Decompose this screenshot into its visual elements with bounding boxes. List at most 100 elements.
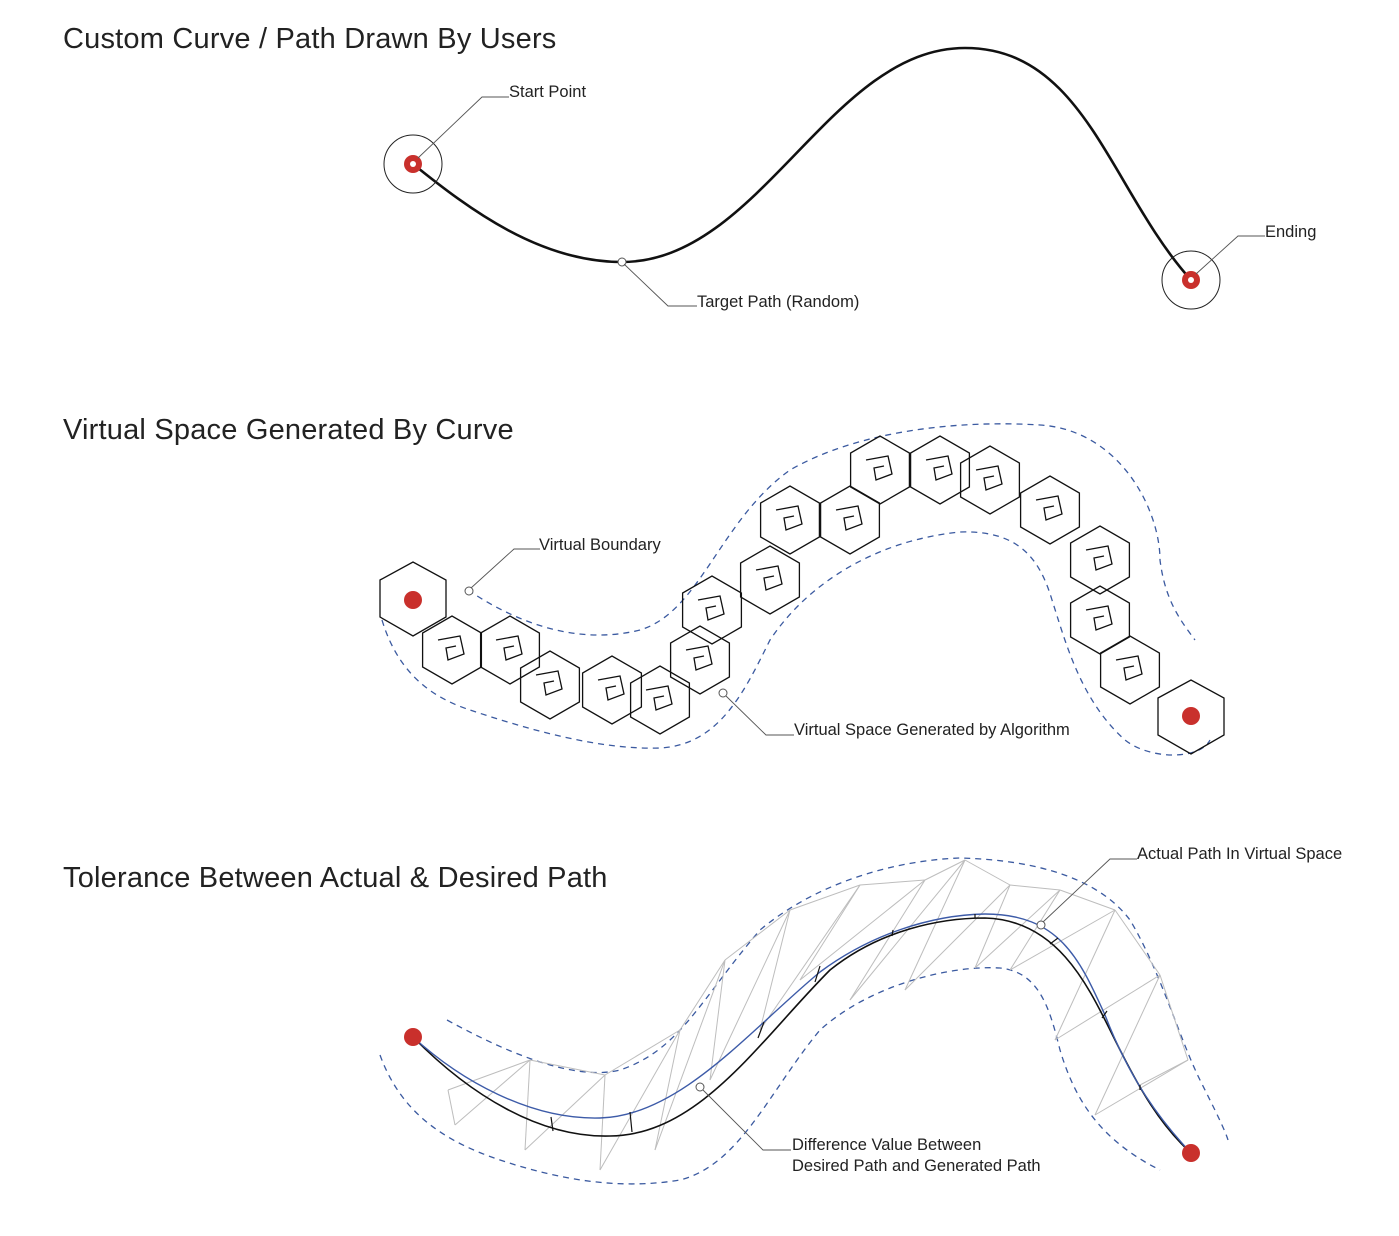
difference-ticks	[550, 914, 1141, 1133]
panel-1-title: Custom Curve / Path Drawn By Users	[63, 23, 557, 55]
truss-member	[799, 884, 861, 981]
truss-member	[524, 1059, 531, 1151]
truss-chord	[1159, 974, 1189, 1061]
ending-label: Ending	[1265, 223, 1316, 241]
truss-network	[447, 859, 1189, 1171]
hex-inner-wall	[865, 455, 893, 481]
panel-custom-curve: Custom Curve / Path Drawn By Users Start…	[63, 23, 1316, 311]
difference-label-line-1: Difference Value Between	[792, 1136, 981, 1154]
hex-inner-wall	[1035, 495, 1063, 521]
hex-cell	[421, 615, 483, 685]
hex-inner-wall	[535, 670, 563, 696]
hex-cell	[581, 655, 643, 725]
difference-tick	[550, 1116, 554, 1132]
start-point-leader	[417, 96, 509, 159]
truss-diagonal	[1009, 909, 1116, 971]
truss-diagonal	[524, 1074, 606, 1151]
hex-cell	[1019, 475, 1081, 545]
hex-cell	[669, 625, 731, 695]
truss-member	[974, 884, 1011, 969]
virtual-boundary-lower	[381, 531, 1211, 756]
panel-3-title: Tolerance Between Actual & Desired Path	[63, 862, 608, 894]
tolerance-boundary-upper	[446, 857, 1229, 1141]
truss-diagonal	[709, 909, 791, 1081]
hex-cell	[479, 615, 541, 685]
hex-cell	[629, 665, 691, 735]
hex-cell	[519, 650, 581, 720]
truss-chord	[1114, 909, 1161, 976]
virtual-space-label: Virtual Space Generated by Algorithm	[794, 721, 1070, 739]
truss-member	[849, 879, 926, 1001]
truss-diagonal	[799, 879, 926, 981]
truss-chord	[447, 1059, 531, 1091]
hex-inner-wall	[597, 675, 625, 701]
start-point-label: Start Point	[509, 83, 586, 101]
truss-chord	[789, 884, 861, 911]
truss-chord	[529, 1059, 606, 1076]
difference-leader	[702, 1089, 791, 1151]
truss-chord	[679, 959, 726, 1031]
hex-inner-wall	[1085, 605, 1113, 631]
tolerance-end-marker	[1182, 1144, 1200, 1162]
actual-path-curve	[412, 913, 1192, 1154]
hex-inner-wall	[775, 505, 803, 531]
hex-inner-wall	[645, 685, 673, 711]
desired-path-curve	[412, 917, 1192, 1154]
tolerance-start-marker	[404, 1028, 422, 1046]
virtual-boundary-leader	[470, 548, 540, 589]
hex-inner-wall	[1115, 655, 1143, 681]
truss-member	[1009, 889, 1061, 971]
hexagonal-cell-network	[421, 435, 1161, 735]
virtual-boundary-upper	[467, 423, 1196, 641]
truss-diagonal	[1054, 974, 1161, 1041]
truss-chord	[859, 879, 926, 886]
panel-2-title: Virtual Space Generated By Curve	[63, 414, 514, 446]
hex-inner-wall	[755, 565, 783, 591]
actual-path-leader	[1042, 858, 1137, 923]
difference-tick	[814, 965, 821, 983]
truss-member	[1094, 974, 1161, 1116]
hex-inner-wall	[1085, 545, 1113, 571]
hex-cell	[1069, 585, 1131, 655]
truss-chord	[1059, 889, 1116, 911]
hex-cell	[759, 485, 821, 555]
hex-cell	[681, 575, 743, 645]
virtual-start-cell	[379, 561, 447, 637]
truss-member	[759, 909, 791, 1031]
actual-path-anchor	[1036, 920, 1046, 930]
difference-tick	[1049, 937, 1059, 945]
virtual-space-anchor	[718, 688, 728, 698]
hex-inner-wall	[437, 635, 465, 661]
target-path-leader	[623, 263, 697, 307]
hex-inner-wall	[975, 465, 1003, 491]
truss-member	[709, 959, 726, 1081]
hex-cell	[959, 445, 1021, 515]
virtual-boundary-label: Virtual Boundary	[539, 536, 661, 554]
truss-diagonal	[1094, 1059, 1189, 1116]
hex-inner-wall	[685, 645, 713, 671]
hex-cell	[1069, 525, 1131, 595]
difference-tick	[1101, 1010, 1108, 1019]
truss-chord	[964, 859, 1011, 886]
truss-chord	[604, 1029, 681, 1076]
virtual-space-leader	[725, 695, 794, 736]
hex-cell	[739, 545, 801, 615]
truss-diagonal	[654, 959, 726, 1151]
hex-cell	[849, 435, 911, 505]
start-point-marker	[383, 134, 443, 194]
hex-inner-wall	[697, 595, 725, 621]
truss-member	[654, 1029, 681, 1151]
virtual-boundary-anchor	[464, 586, 474, 596]
difference-tick	[757, 1021, 765, 1039]
difference-tick	[629, 1111, 633, 1133]
truss-chord	[724, 909, 791, 961]
hex-inner-wall	[925, 455, 953, 481]
hex-cell	[819, 485, 881, 555]
panel-tolerance: Tolerance Between Actual & Desired Path …	[63, 845, 1342, 1185]
truss-member	[904, 859, 966, 991]
actual-path-label: Actual Path In Virtual Space	[1137, 845, 1342, 863]
virtual-end-cell	[1157, 679, 1225, 755]
tolerance-boundary-lower	[379, 967, 1161, 1185]
ending-marker	[1161, 250, 1221, 310]
